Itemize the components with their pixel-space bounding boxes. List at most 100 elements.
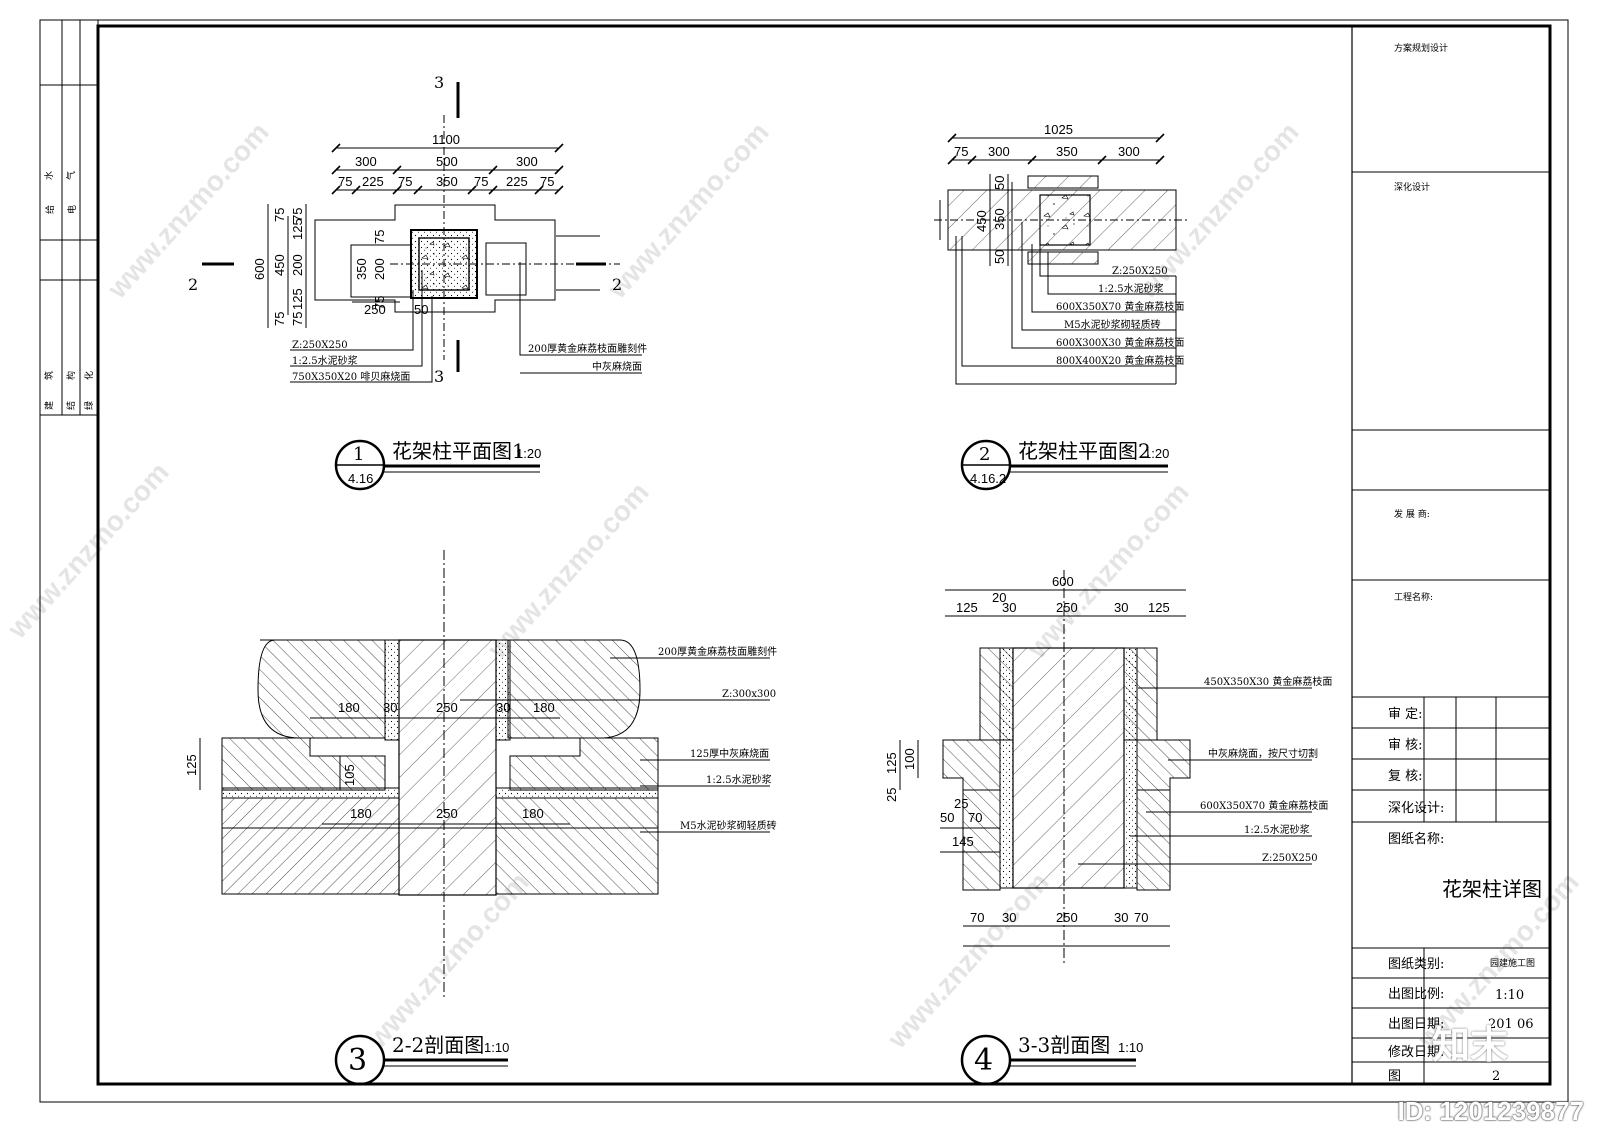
dimension-label: 350 — [992, 208, 1007, 230]
dimension-label: 100 — [902, 748, 917, 770]
section-column — [1012, 647, 1125, 889]
dimension-label: 300 — [516, 154, 538, 169]
dimension-label: 350 — [354, 258, 369, 280]
dimension-label: 30 — [1114, 910, 1128, 925]
dimension-label: 200 — [372, 258, 387, 280]
material-note: Z:250X250 — [292, 340, 348, 351]
section-mark: 2 — [612, 275, 622, 294]
watermark-layer: www.znzmo.com www.znzmo.com www.znzmo.co… — [1, 116, 1585, 1054]
dimension-label: 75 — [272, 208, 287, 222]
recheck-label: 复 核: — [1388, 769, 1423, 784]
material-note: 750X350X20 啡贝麻烧面 — [292, 370, 410, 383]
dimension-label: 600 — [252, 258, 267, 280]
drawing-name-label: 图纸名称: — [1388, 831, 1444, 847]
section-column — [398, 639, 497, 896]
dimension-label: 1100 — [432, 132, 460, 147]
dimension-label: 225 — [506, 174, 528, 189]
view-title: 花架柱平面图1 — [392, 439, 525, 463]
dimension-label: 450 — [272, 254, 287, 276]
drawing-name: 花架柱详图 — [1442, 877, 1542, 901]
dimension-label: 75 — [290, 208, 305, 222]
view-scale: 1:20 — [1144, 446, 1169, 461]
dimension-label: 250 — [1056, 600, 1078, 615]
watermark-text: www.znzmo.com — [1021, 476, 1195, 664]
plan-view-1: 3 3 2 2 1100 300 500 300 75 225 75 350 7… — [188, 73, 647, 491]
dimension-label: 300 — [355, 154, 377, 169]
dimension-label: 300 — [988, 144, 1010, 159]
dimension-label: 500 — [436, 154, 458, 169]
dimension-label: 30 — [1002, 600, 1016, 615]
dimension-label: 250 — [436, 806, 458, 821]
revision-label: 修改日期: — [1388, 1045, 1444, 1060]
review-label: 审 核: — [1388, 738, 1423, 753]
approve-label: 审 定: — [1388, 707, 1423, 722]
watermark-text: www.znzmo.com — [481, 476, 655, 664]
section-mark: 3 — [434, 367, 444, 386]
plan-view-2: 1025 75 300 350 300 450 350 50 50 Z:250X… — [934, 122, 1190, 491]
material-note: 600X300X30 黄金麻荔枝面 — [1056, 336, 1184, 349]
dimension-label: 30 — [1002, 910, 1016, 925]
view-number: 4 — [974, 1043, 993, 1078]
dimension-label: 75 — [338, 174, 352, 189]
dimension-label: 75 — [372, 296, 387, 310]
material-note: 1:2.5水泥砂浆 — [706, 773, 772, 786]
dimension-label: 70 — [970, 910, 984, 925]
scale-value: 1:10 — [1495, 988, 1524, 1003]
view-title: 3-3剖面图 — [1018, 1033, 1110, 1057]
discipline-label: 电 — [66, 205, 78, 214]
material-note: 450X350X30 黄金麻荔枝面 — [1204, 675, 1332, 688]
view-title: 2-2剖面图 — [392, 1033, 484, 1057]
material-note: Z:250X250 — [1262, 853, 1318, 864]
developer-label: 发 展 商: — [1394, 508, 1430, 520]
scale-label: 出图比例: — [1388, 987, 1444, 1002]
view-scale: 1:10 — [1118, 1040, 1143, 1055]
material-note: 1:2.5水泥砂浆 — [292, 354, 358, 367]
dimension-label: 50 — [992, 176, 1007, 190]
dimension-label: 180 — [338, 700, 360, 715]
discipline-label: 水 — [43, 171, 55, 180]
discipline-label: 给 — [44, 205, 56, 214]
material-note: M5水泥砂浆砌轻质砖 — [680, 819, 777, 832]
watermark-text: www.znzmo.com — [881, 866, 1055, 1054]
discipline-label: 气 — [65, 171, 77, 180]
material-note: 800X400X20 黄金麻荔枝面 — [1056, 354, 1184, 367]
discipline-label: 建 — [43, 401, 55, 410]
watermark-logo: 知末 — [1431, 1023, 1508, 1067]
title-block: 方案规划设计 深化设计 发 展 商: 工程名称: 审 定: 审 核: 复 核: … — [1351, 26, 1550, 1084]
deepen-label: 深化设计 — [1394, 181, 1430, 193]
view-scale: 1:20 — [516, 446, 541, 461]
section-2-2: 180 30 250 30 180 180 250 180 125 105 20… — [184, 550, 777, 1086]
dimension-label: 180 — [350, 806, 372, 821]
material-note: 中灰麻烧面 — [592, 360, 642, 373]
dimension-label: 250 — [436, 700, 458, 715]
dimension-label: 125 — [184, 754, 199, 776]
dimension-label: 50 — [940, 810, 954, 825]
material-note: Z:300x300 — [722, 689, 776, 700]
dimension-label: 30 — [1114, 600, 1128, 615]
watermark-text: www.znzmo.com — [1, 456, 175, 644]
watermark-text: www.znzmo.com — [601, 116, 775, 304]
dimension-label: 70 — [968, 810, 982, 825]
discipline-label: 构 — [65, 371, 77, 380]
sheet-label: 图 — [1388, 1069, 1401, 1084]
date-value: 201 06 — [1488, 1017, 1534, 1032]
material-note: 125厚中灰麻烧面 — [690, 747, 769, 760]
material-note: Z:250X250 — [1112, 266, 1168, 277]
dimension-label: 225 — [362, 174, 384, 189]
dimension-label: 75 — [474, 174, 488, 189]
dimension-label: 70 — [1134, 910, 1148, 925]
dimension-label: 50 — [414, 302, 428, 317]
deepen-design-label: 深化设计: — [1388, 801, 1444, 816]
sheet-value: 2 — [1492, 1069, 1500, 1084]
view-number: 1 — [353, 444, 364, 465]
material-note: 600X350X70 黄金麻荔枝面 — [1200, 799, 1328, 812]
dimension-label: 75 — [272, 312, 287, 326]
category-label: 图纸类别: — [1388, 957, 1444, 972]
view-number: 3 — [348, 1043, 367, 1078]
dimension-label: 200 — [290, 254, 305, 276]
dimension-label: 350 — [436, 174, 458, 189]
section-mark: 3 — [434, 73, 444, 92]
dimension-label: 25 — [884, 788, 899, 802]
dimension-label: 30 — [383, 700, 397, 715]
